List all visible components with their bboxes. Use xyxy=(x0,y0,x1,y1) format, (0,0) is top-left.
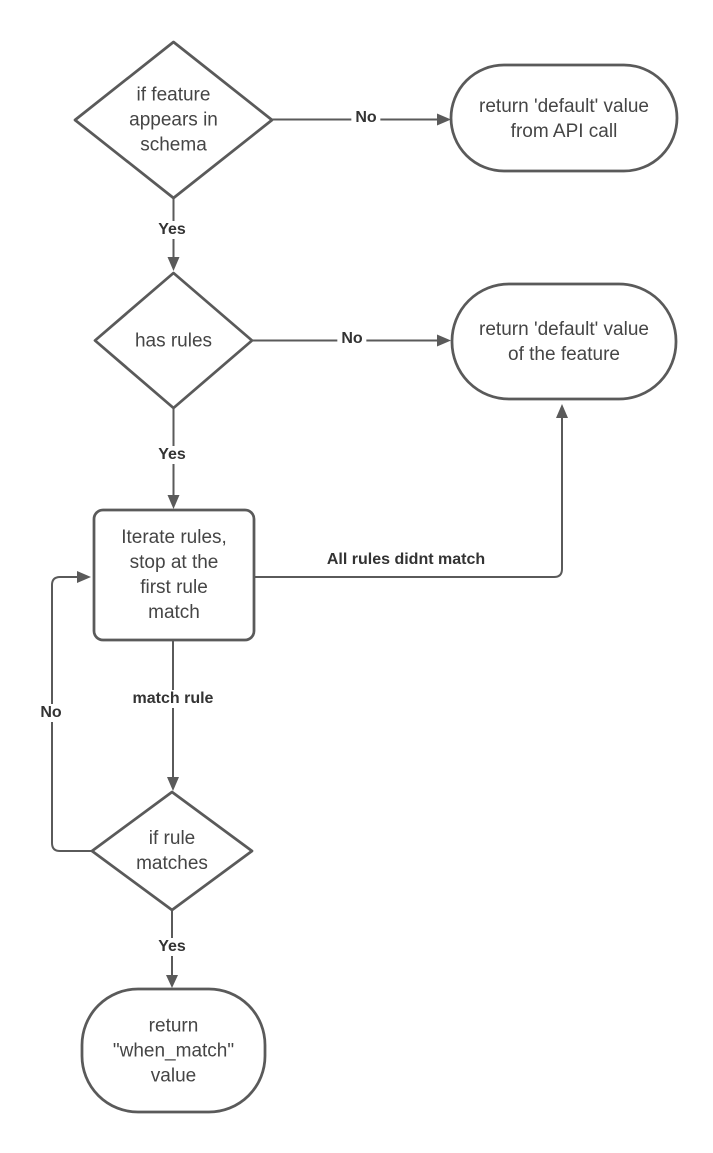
arrowhead-icon xyxy=(167,777,179,791)
terminator-return-default-api-shape xyxy=(449,63,679,173)
node-label-iterate-rules: Iterate rules, stop at the first rule ma… xyxy=(121,525,227,625)
node-text-line: stop at the xyxy=(129,552,219,573)
node-text-line: value xyxy=(150,1065,197,1086)
node-text-line: if rule xyxy=(148,828,196,849)
arrowhead-icon xyxy=(437,334,451,347)
node-text-line: first rule xyxy=(140,577,208,598)
node-text-line: match xyxy=(148,602,200,623)
edge-label-no-loop: No xyxy=(36,704,66,722)
arrowheads xyxy=(77,113,568,988)
edge-label-yes-iterate: Yes xyxy=(154,446,190,464)
arrowhead-icon xyxy=(77,571,91,583)
arrowhead-icon xyxy=(166,975,178,988)
node-text-line: "when_match" xyxy=(112,1040,235,1061)
node-text-line: of the feature xyxy=(508,344,620,365)
node-text-line: has rules xyxy=(134,330,213,351)
node-text-line: Iterate rules, xyxy=(121,527,227,548)
node-label-return-default-api: return 'default' value from API call xyxy=(479,94,649,144)
node-text-line: return 'default' value xyxy=(479,319,649,340)
arrowhead-icon xyxy=(167,257,180,271)
node-label-if-feature-appears-in-schema: if feature appears in schema xyxy=(129,83,218,158)
decision-if-feature-appears-in-schema-shape xyxy=(73,40,274,200)
node-shapes xyxy=(73,40,679,1114)
decision-if-rule-matches-shape xyxy=(90,790,254,912)
node-label-if-rule-matches: if rule matches xyxy=(136,826,208,876)
node-label-has-rules: has rules xyxy=(135,328,212,353)
node-text-line: return 'default' value xyxy=(479,95,649,117)
edge-label-no-api-default: No xyxy=(351,109,381,127)
edge-all-rules-didnt-match xyxy=(254,418,563,578)
decision-has-rules-shape xyxy=(93,271,254,410)
node-label-return-when-match: return "when_match" value xyxy=(113,1013,234,1088)
arrowhead-icon xyxy=(167,495,180,509)
node-label-return-default-feature: return 'default' value of the feature xyxy=(479,317,649,367)
node-text-line: matches xyxy=(136,853,208,874)
edge-label-no-feature-default: No xyxy=(337,330,367,348)
arrowhead-icon xyxy=(556,404,568,418)
node-text-line: if feature xyxy=(136,84,211,106)
node-text-line: schema xyxy=(140,134,207,156)
node-text-line: from API call xyxy=(510,120,618,142)
edge-label-yes-has-rules: Yes xyxy=(154,221,190,239)
edge-label-all-rules-didnt-match: All rules didnt match xyxy=(322,551,490,569)
terminator-return-default-feature-shape xyxy=(450,282,678,401)
edge-label-match-rule: match rule xyxy=(128,690,218,708)
node-text-line: return xyxy=(148,1015,199,1036)
process-iterate-rules-shape xyxy=(92,508,256,642)
terminator-return-when-match-shape xyxy=(80,987,267,1114)
node-text-line: appears in xyxy=(129,109,218,131)
arrowhead-icon xyxy=(437,113,451,126)
edge-label-yes-when-match: Yes xyxy=(154,938,190,956)
